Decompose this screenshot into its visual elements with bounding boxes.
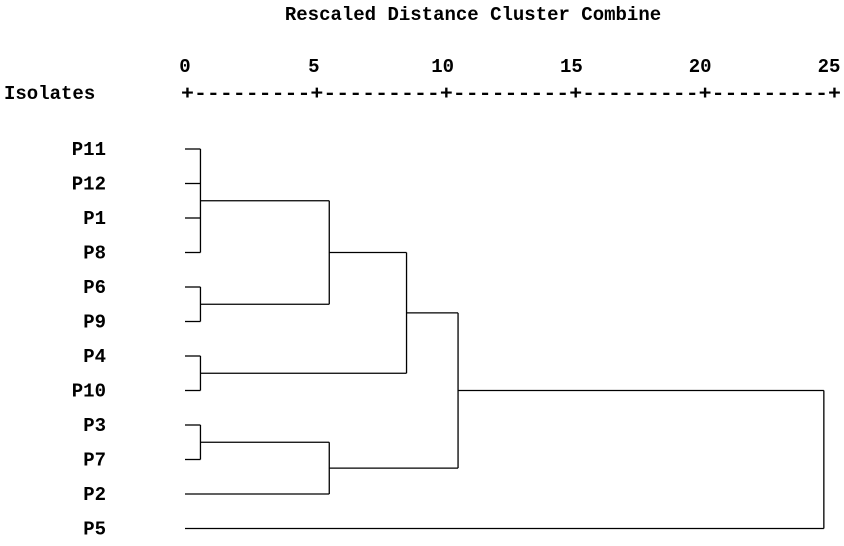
leaf-label-p1: P1	[83, 208, 106, 230]
leaf-label-p3: P3	[83, 415, 106, 437]
axis-ruler: +---------+---------+---------+---------…	[181, 83, 841, 105]
leaf-label-p2: P2	[83, 484, 106, 506]
leaf-label-p10: P10	[72, 381, 106, 403]
leaf-label-p7: P7	[83, 450, 106, 472]
leaf-label-p12: P12	[72, 174, 106, 196]
leaf-label-p5: P5	[83, 519, 106, 541]
leaf-label-p9: P9	[83, 312, 106, 334]
tick-label-5: 5	[308, 56, 319, 78]
tick-label-20: 20	[689, 56, 712, 78]
axis-tick-labels: 0 5 10 15 20 25	[179, 56, 840, 78]
leaf-label-p8: P8	[83, 243, 106, 265]
leaf-label-p6: P6	[83, 277, 106, 299]
chart-title: Rescaled Distance Cluster Combine	[285, 4, 661, 26]
leaf-label-p4: P4	[83, 346, 106, 368]
tick-label-10: 10	[431, 56, 454, 78]
tick-label-25: 25	[818, 56, 841, 78]
row-header: Isolates	[4, 83, 95, 105]
dendrogram-links	[185, 148, 825, 530]
tick-label-0: 0	[179, 56, 190, 78]
tick-label-15: 15	[560, 56, 583, 78]
leaf-label-p11: P11	[72, 139, 106, 161]
